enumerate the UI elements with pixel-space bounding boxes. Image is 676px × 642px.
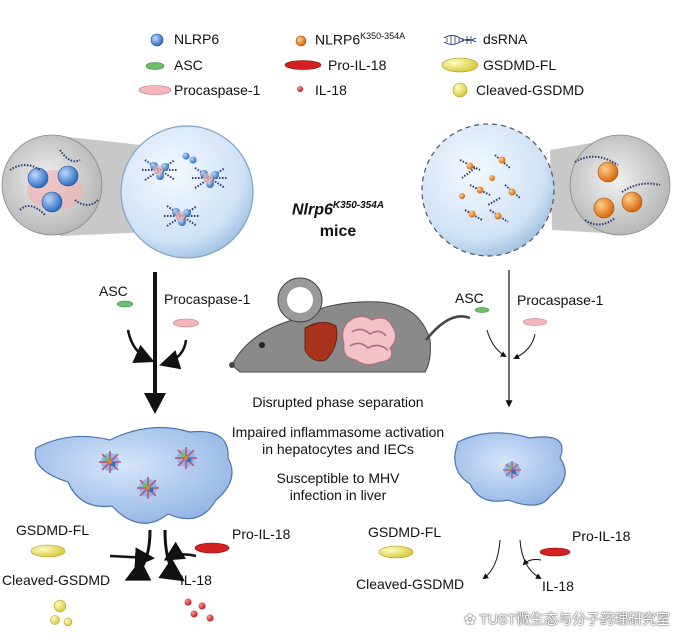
finding-inflammasome-line2: in hepatocytes and IECs: [262, 441, 414, 457]
right-il18-out-arrow: [519, 539, 542, 579]
left-zoom-nlrp6-cluster: [9, 149, 99, 216]
legend-dsrna-label: dsRNA: [483, 31, 528, 47]
finding-mhv-line1: Susceptible to MHV: [276, 470, 400, 486]
asc-icon: [145, 62, 165, 70]
nlrp6-icon: [150, 33, 164, 47]
right-asc-label: ASC: [455, 290, 484, 306]
nlrp6-mutant-icon: [295, 35, 307, 47]
title-gene-name: Nlrp6: [291, 201, 333, 219]
mouse-nose: [229, 362, 235, 368]
left-procaspase1-arrow: [159, 339, 188, 370]
right-asc-icon: [474, 307, 490, 313]
right-procaspase1-icon: [522, 318, 548, 326]
legend-asc-label: ASC: [174, 57, 203, 73]
left-procaspase1-label: Procaspase-1: [164, 291, 251, 307]
left-gsdmd-in-arrow: [109, 547, 155, 568]
legend-nlrp6-mutant-sup: K350-354A: [360, 31, 406, 41]
left-asc-arrow: [126, 329, 155, 364]
right-inflammasome: [503, 461, 521, 479]
right-droplet: [421, 123, 555, 257]
left-inflammasome-1: [99, 451, 121, 473]
left-main-arrowhead: [144, 393, 166, 414]
left-droplet: [120, 125, 254, 259]
right-il18-label: IL-18: [542, 578, 574, 594]
procaspase1-icon: [138, 85, 172, 95]
dsrna-icon: [443, 35, 477, 45]
left-il18-out-arrow: [158, 529, 185, 582]
legend-pro-il18-label: Pro-IL-18: [328, 57, 387, 73]
left-outputs: [30, 529, 230, 627]
right-pro-il18-label: Pro-IL-18: [572, 528, 631, 544]
left-cleaved-gsdmd-label: Cleaved-GSDMD: [2, 572, 111, 588]
right-pathway-arrows: [474, 270, 548, 408]
legend-nlrp6-label: NLRP6: [174, 31, 220, 47]
left-gsdmd-fl-icon: [30, 544, 66, 558]
mouse-illustration: [229, 277, 471, 373]
left-il18-icons: [184, 598, 214, 622]
left-inflammasome-2: [175, 447, 197, 469]
legend: [138, 33, 479, 98]
legend-procaspase1-label: Procaspase-1: [174, 82, 261, 98]
right-pro-il18-in-arrow: [522, 559, 542, 566]
right-droplet-contents: [459, 154, 521, 223]
gsdmd-fl-icon: [441, 57, 479, 73]
mouse-eye: [259, 342, 265, 348]
title-gene-sup: K350-354A: [332, 200, 385, 211]
finding-phase-separation: Disrupted phase separation: [252, 394, 424, 410]
intestine-icon: [342, 316, 396, 366]
left-asc-icon: [116, 300, 134, 308]
left-pro-il18-in-arrow: [163, 541, 197, 561]
finding-inflammasome-line1: Impaired inflammasome activation: [231, 424, 445, 440]
left-cell: [34, 426, 233, 524]
mouse-model-title: Nlrp6K350-354A mice: [258, 200, 418, 241]
left-pathway-arrows: [116, 272, 200, 414]
il18-icon: [297, 86, 303, 92]
legend-nlrp6-mutant-base: NLRP6: [315, 31, 361, 48]
right-cleave-gsdmd-arrow: [482, 539, 501, 580]
left-gsdmd-fl-label: GSDMD-FL: [16, 522, 90, 538]
mouse-ear-inner: [287, 287, 313, 313]
left-inflammasome-3: [137, 477, 159, 499]
pro-il18-icon: [284, 60, 322, 70]
title-mice: mice: [319, 223, 357, 241]
right-cell: [454, 432, 566, 506]
right-asc-arrow: [486, 329, 507, 358]
legend-gsdmd-fl-label: GSDMD-FL: [483, 57, 557, 73]
right-gsdmd-fl-label: GSDMD-FL: [368, 524, 442, 540]
legend-cleaved-gsdmd-label: Cleaved-GSDMD: [476, 82, 585, 98]
watermark: ✿ TUST微生态与分子药理研究室: [464, 609, 670, 629]
liver-icon: [304, 322, 338, 362]
left-procaspase1-icon: [172, 318, 200, 328]
right-procaspase1-label: Procaspase-1: [517, 292, 604, 308]
right-gsdmd-fl-icon: [378, 545, 414, 559]
left-condensate-group: [1, 125, 254, 259]
watermark-text: TUST微生态与分子药理研究室: [479, 611, 670, 627]
legend-il18-label: IL-18: [315, 82, 347, 98]
right-zoom-nlrp6-mutants: [574, 155, 661, 226]
right-condensate-group: [421, 123, 671, 257]
right-outputs: [378, 539, 571, 580]
left-il18-label: IL-18: [180, 572, 212, 588]
left-droplet-contents: [142, 152, 228, 227]
title-gene: Nlrp6K350-354A: [258, 200, 418, 219]
left-pro-il18-label: Pro-IL-18: [232, 526, 291, 542]
right-pro-il18-icon: [539, 547, 571, 557]
left-asc-label: ASC: [99, 283, 128, 299]
right-cleaved-gsdmd-label: Cleaved-GSDMD: [356, 576, 465, 592]
left-cleaved-gsdmd-icons: [50, 599, 73, 627]
mouse-tail: [425, 315, 471, 341]
cleaved-gsdmd-icon: [452, 82, 468, 98]
left-pro-il18-icon: [194, 542, 230, 554]
finding-mhv-line2: infection in liver: [289, 487, 387, 503]
right-procaspase1-arrow: [513, 333, 536, 360]
left-cleave-gsdmd-arrow: [124, 529, 152, 581]
watermark-icon: ✿: [464, 611, 476, 627]
legend-nlrp6-mutant-label: NLRP6K350-354A: [315, 31, 405, 48]
